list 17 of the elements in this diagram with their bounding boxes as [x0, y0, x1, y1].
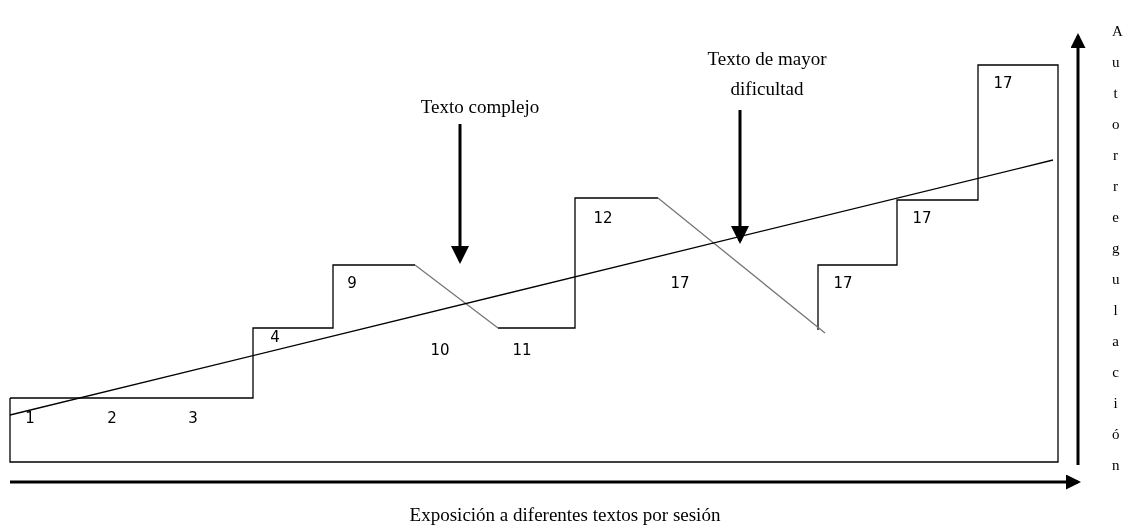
step-number: 3 — [188, 409, 198, 427]
step-number: 17 — [993, 74, 1013, 92]
step-number: 17 — [912, 209, 932, 227]
axis-title: Exposición a diferentes textos por sesión — [409, 503, 721, 527]
step-number: 17 — [670, 274, 690, 292]
step-number: 4 — [270, 328, 280, 346]
step-number: 1 — [25, 409, 35, 427]
step-number: 11 — [512, 341, 532, 359]
arrow — [731, 110, 749, 244]
arrow — [451, 124, 469, 264]
step-number: 9 — [347, 274, 357, 292]
step-number: 17 — [833, 274, 853, 292]
annotation-text: Texto complejo — [395, 92, 565, 122]
annotation-text: Texto de mayor dificultad — [672, 44, 862, 104]
step-number: 12 — [593, 209, 613, 227]
step-number: 2 — [107, 409, 117, 427]
step-number: 10 — [430, 341, 450, 359]
